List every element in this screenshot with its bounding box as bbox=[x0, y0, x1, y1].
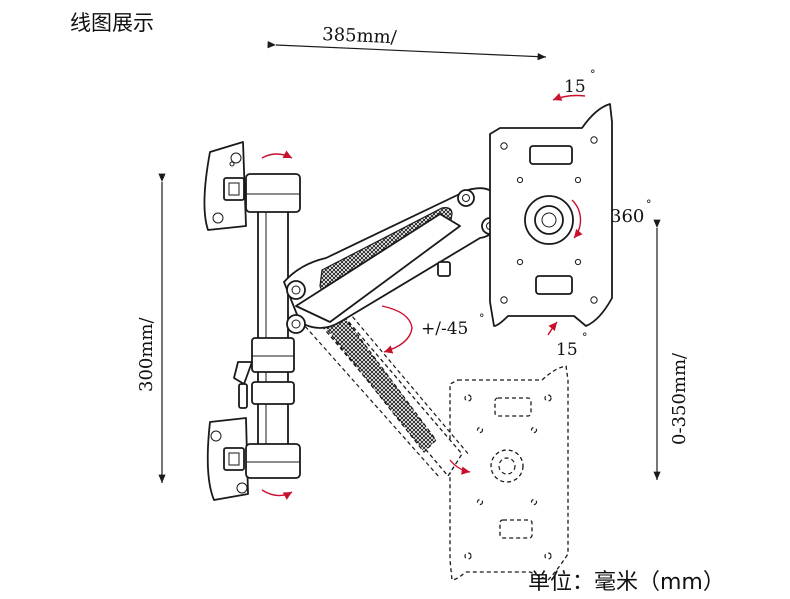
reach-label: 385mm/ bbox=[322, 24, 398, 48]
mounting-pole bbox=[245, 173, 301, 479]
height-adjust-dimension: 0-350mm/ bbox=[653, 219, 690, 480]
tilt-down-degree: ° bbox=[582, 331, 588, 344]
lower-tilt-arrow-icon bbox=[449, 459, 471, 475]
vesa-plate-lowered bbox=[449, 365, 569, 581]
rotation-annotation: 360 ° bbox=[610, 198, 652, 227]
reach-dimension: 385mm/ bbox=[267, 24, 547, 61]
tilt-down-arrow-icon bbox=[547, 321, 558, 336]
pole-lock-knob bbox=[233, 361, 253, 409]
tilt-up-arrow-icon bbox=[552, 92, 586, 101]
tilt-up-degree: ° bbox=[590, 68, 596, 81]
pole-height-dimension: 300mm/ bbox=[136, 173, 166, 483]
bottom-wall-bracket bbox=[206, 417, 249, 501]
gas-arm-upper bbox=[283, 187, 501, 334]
top-swivel-arrow-icon bbox=[261, 150, 293, 159]
swivel-annotation: +/-45 ° bbox=[381, 305, 485, 354]
rotation-label: 360 bbox=[610, 206, 644, 227]
pole-height-label: 300mm/ bbox=[136, 317, 157, 392]
swivel-arrow-icon bbox=[381, 305, 413, 354]
unit-label: 单位：毫米（mm） bbox=[528, 570, 725, 595]
tilt-up-label: 15 bbox=[564, 77, 586, 97]
tilt-down-annotation: 15 ° bbox=[547, 321, 588, 360]
tilt-up-annotation: 15 ° bbox=[552, 68, 596, 101]
top-wall-bracket bbox=[203, 141, 247, 231]
rotation-arrow-icon bbox=[571, 199, 583, 239]
bottom-swivel-arrow-icon bbox=[261, 489, 293, 500]
swivel-label: +/-45 bbox=[421, 319, 468, 339]
height-adjust-label: 0-350mm/ bbox=[669, 352, 690, 445]
vesa-plate-upper bbox=[489, 103, 613, 327]
tilt-down-label: 15 bbox=[556, 340, 578, 360]
page-title: 线图展示 bbox=[70, 11, 154, 35]
swivel-degree: ° bbox=[479, 312, 485, 325]
rotation-degree: ° bbox=[646, 198, 652, 211]
